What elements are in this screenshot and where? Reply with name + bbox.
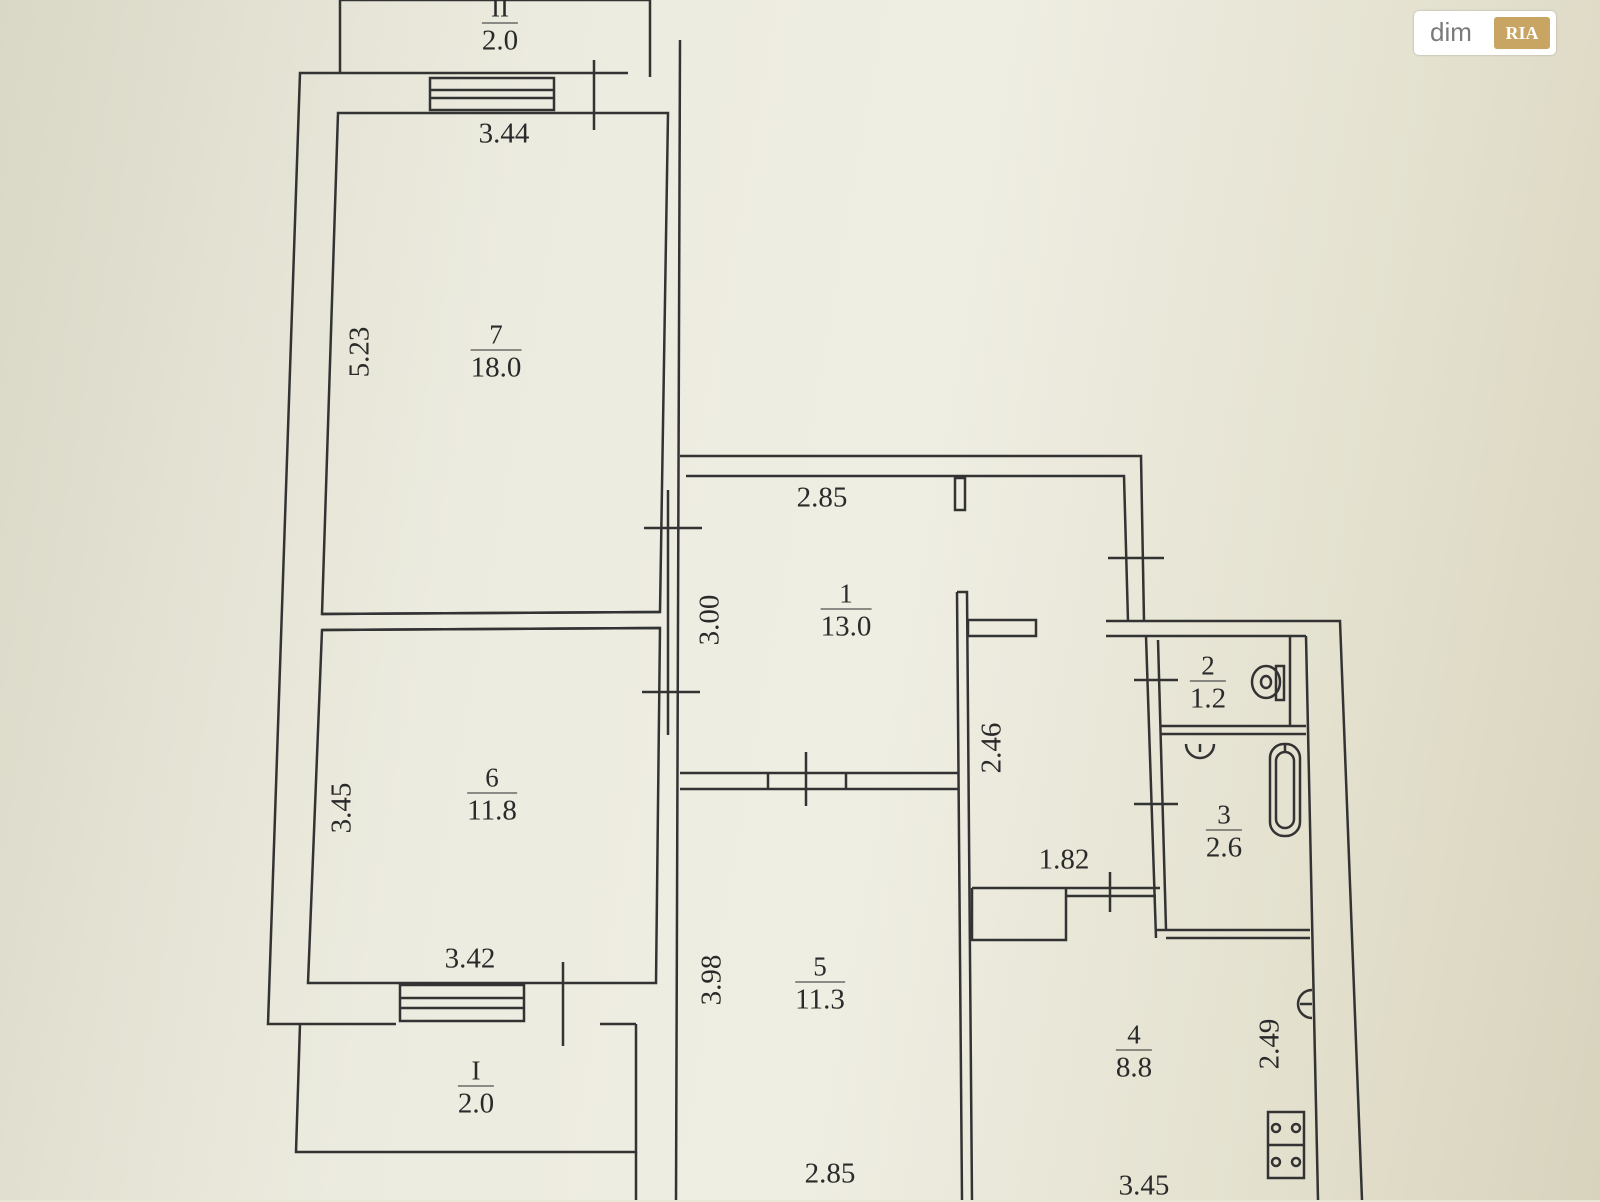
room-number: 4 <box>1115 1020 1153 1051</box>
room-area: 2.6 <box>1205 831 1243 864</box>
logo-text: dim <box>1430 17 1472 47</box>
room-number: 6 <box>467 763 517 794</box>
partition-7-6-b <box>321 626 661 632</box>
room-number: 3 <box>1205 800 1243 831</box>
room-area: 18.0 <box>470 351 522 384</box>
room-1-outer-wall <box>680 454 1146 622</box>
dimension-room1-length: 3.00 <box>693 594 726 646</box>
left-wing-outer-wall <box>266 71 628 1026</box>
corridor-wall-left-outer <box>674 39 682 1200</box>
dimension-room5-length: 3.98 <box>695 954 728 1006</box>
balcony-II-outline <box>338 0 652 77</box>
dimension-room6-width: 3.42 <box>444 942 496 975</box>
dimension-hall-length: 2.46 <box>975 722 1008 774</box>
toilet-icon-seat <box>1259 674 1273 690</box>
balcony-I-outline <box>294 1023 638 1154</box>
dimension-room7-width: 3.44 <box>478 117 530 150</box>
room-number: II <box>481 0 519 24</box>
sink-icon <box>1184 743 1216 760</box>
room-area: 11.8 <box>467 794 517 827</box>
gas-riser-icon <box>1296 988 1313 1020</box>
room-area: 11.3 <box>795 983 845 1016</box>
room-1-inner-wall <box>686 474 1130 622</box>
room-area: 1.2 <box>1189 682 1227 715</box>
room-number: 2 <box>1189 651 1227 682</box>
room-number: 7 <box>470 320 522 351</box>
room-label-5: 5 11.3 <box>795 952 845 1017</box>
dimension-room5-width: 2.85 <box>804 1157 856 1190</box>
stove-burner-4-icon <box>1290 1156 1302 1168</box>
dimension-hall-width: 1.82 <box>1038 843 1090 876</box>
dimension-room7-length: 5.23 <box>343 326 376 378</box>
wc-left-wall <box>1144 635 1158 939</box>
room-area: 8.8 <box>1115 1051 1153 1084</box>
room-number: 1 <box>820 579 872 610</box>
room-label-4: 4 8.8 <box>1115 1020 1153 1085</box>
window-room-6 <box>398 983 526 1023</box>
room-label-1: 1 13.0 <box>820 579 872 644</box>
bath-block-right-inner <box>1304 635 1320 1200</box>
stove-burner-2-icon <box>1290 1122 1302 1134</box>
room-area: 2.0 <box>457 1087 495 1120</box>
room-number: 5 <box>795 952 845 983</box>
room-number: I <box>457 1056 495 1087</box>
stove-burner-1-icon <box>1270 1122 1282 1134</box>
bathtub-icon-inner <box>1274 750 1296 830</box>
dimension-room4-width: 3.45 <box>1118 1169 1170 1202</box>
dimension-room1-width: 2.85 <box>796 481 848 514</box>
room-area: 13.0 <box>820 610 872 643</box>
bath-block-outer <box>1106 619 1364 1200</box>
logo-mark: RIA <box>1494 17 1550 49</box>
wc-left-wall-outer <box>1156 639 1168 930</box>
hall-closet <box>970 888 1068 942</box>
window-room-7 <box>428 76 556 112</box>
dim-ria-logo[interactable]: dim RIA <box>1414 11 1556 55</box>
room-label-6: 6 11.8 <box>467 763 517 828</box>
partition-7-6-a <box>321 610 661 616</box>
hall-wall-left-outer <box>955 591 964 1200</box>
hall-wall-left <box>957 590 974 1200</box>
room-label-3: 3 2.6 <box>1205 800 1243 865</box>
toilet-icon-tank <box>1274 664 1286 702</box>
bathtub-icon <box>1268 742 1302 838</box>
room-label-7: 7 18.0 <box>470 320 522 385</box>
room-label-balcony-II: II 2.0 <box>481 0 519 58</box>
dimension-room4-length: 2.49 <box>1253 1018 1286 1070</box>
toilet-icon <box>1250 664 1282 700</box>
room-label-balcony-I: I 2.0 <box>457 1056 495 1121</box>
hall-stub-wall <box>966 618 1038 638</box>
stove-burner-3-icon <box>1270 1156 1282 1168</box>
room-area: 2.0 <box>481 24 519 57</box>
room-1-pillar <box>953 476 967 512</box>
room-label-2: 2 1.2 <box>1189 651 1227 716</box>
dimension-room6-length: 3.45 <box>325 782 358 834</box>
